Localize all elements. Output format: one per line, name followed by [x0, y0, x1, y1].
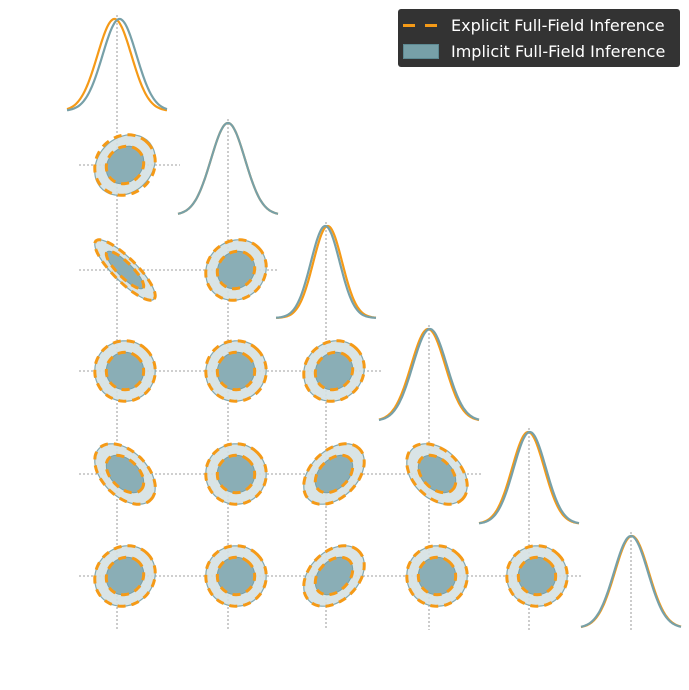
contour-explicit-95-r1c0: [93, 133, 157, 197]
contour-explicit-68-r5c0: [104, 555, 146, 597]
contour-explicit-95-r5c2: [302, 544, 366, 608]
contour-explicit-95-r3c0: [93, 339, 157, 403]
contour-explicit-95-r4c0: [93, 442, 157, 506]
contour-explicit-68-r3c2: [313, 350, 355, 392]
contour-explicit-95-r4c2: [302, 442, 366, 506]
explicit-dashed-swatch: [403, 18, 439, 32]
contour-explicit-68-r1c0: [104, 144, 146, 186]
contour-explicit-95-r5c1: [204, 544, 268, 608]
marginal-implicit-2: [276, 224, 376, 319]
contour-explicit-68-r3c1: [215, 350, 257, 392]
marginal-implicit-4: [478, 430, 580, 525]
contour-explicit-68-r2c0: [104, 249, 146, 291]
contour-explicit-95-r4c3: [405, 442, 469, 506]
marginal-implicit-3: [378, 327, 480, 422]
contour-explicit-95-r3c1: [204, 339, 268, 403]
contour-explicit-95-r5c4: [505, 544, 569, 608]
contour-explicit-68-r5c4: [516, 555, 558, 597]
marginal-implicit-0: [66, 17, 168, 112]
marginal-implicit-1: [177, 121, 279, 215]
legend-label-explicit: Explicit Full-Field Inference: [451, 15, 665, 35]
marginal-implicit-5: [580, 534, 682, 628]
legend: Explicit Full-Field Inference Implicit F…: [398, 9, 680, 67]
legend-label-implicit: Implicit Full-Field Inference: [451, 41, 666, 61]
contour-explicit-68-r4c0: [104, 453, 146, 495]
contour-explicit-95-r5c0: [93, 544, 157, 608]
contour-explicit-68-r2c1: [215, 249, 257, 291]
contour-explicit-68-r4c2: [313, 453, 355, 495]
contour-explicit-95-r2c1: [204, 238, 268, 302]
legend-entry-implicit: Implicit Full-Field Inference: [398, 40, 665, 62]
contour-explicit-68-r3c0: [104, 350, 146, 392]
contour-explicit-95-r5c3: [405, 544, 469, 608]
contour-explicit-68-r5c1: [215, 555, 257, 597]
contour-explicit-68-r5c2: [313, 555, 355, 597]
legend-entry-explicit: Explicit Full-Field Inference: [398, 14, 665, 36]
contour-explicit-68-r4c1: [215, 453, 257, 495]
contour-explicit-95-r3c2: [302, 339, 366, 403]
contour-explicit-68-r5c3: [416, 555, 458, 597]
implicit-fill-swatch: [403, 43, 439, 59]
contour-explicit-95-r4c1: [204, 442, 268, 506]
contour-explicit-68-r4c3: [416, 453, 458, 495]
contour-explicit-95-r2c0: [93, 238, 157, 302]
